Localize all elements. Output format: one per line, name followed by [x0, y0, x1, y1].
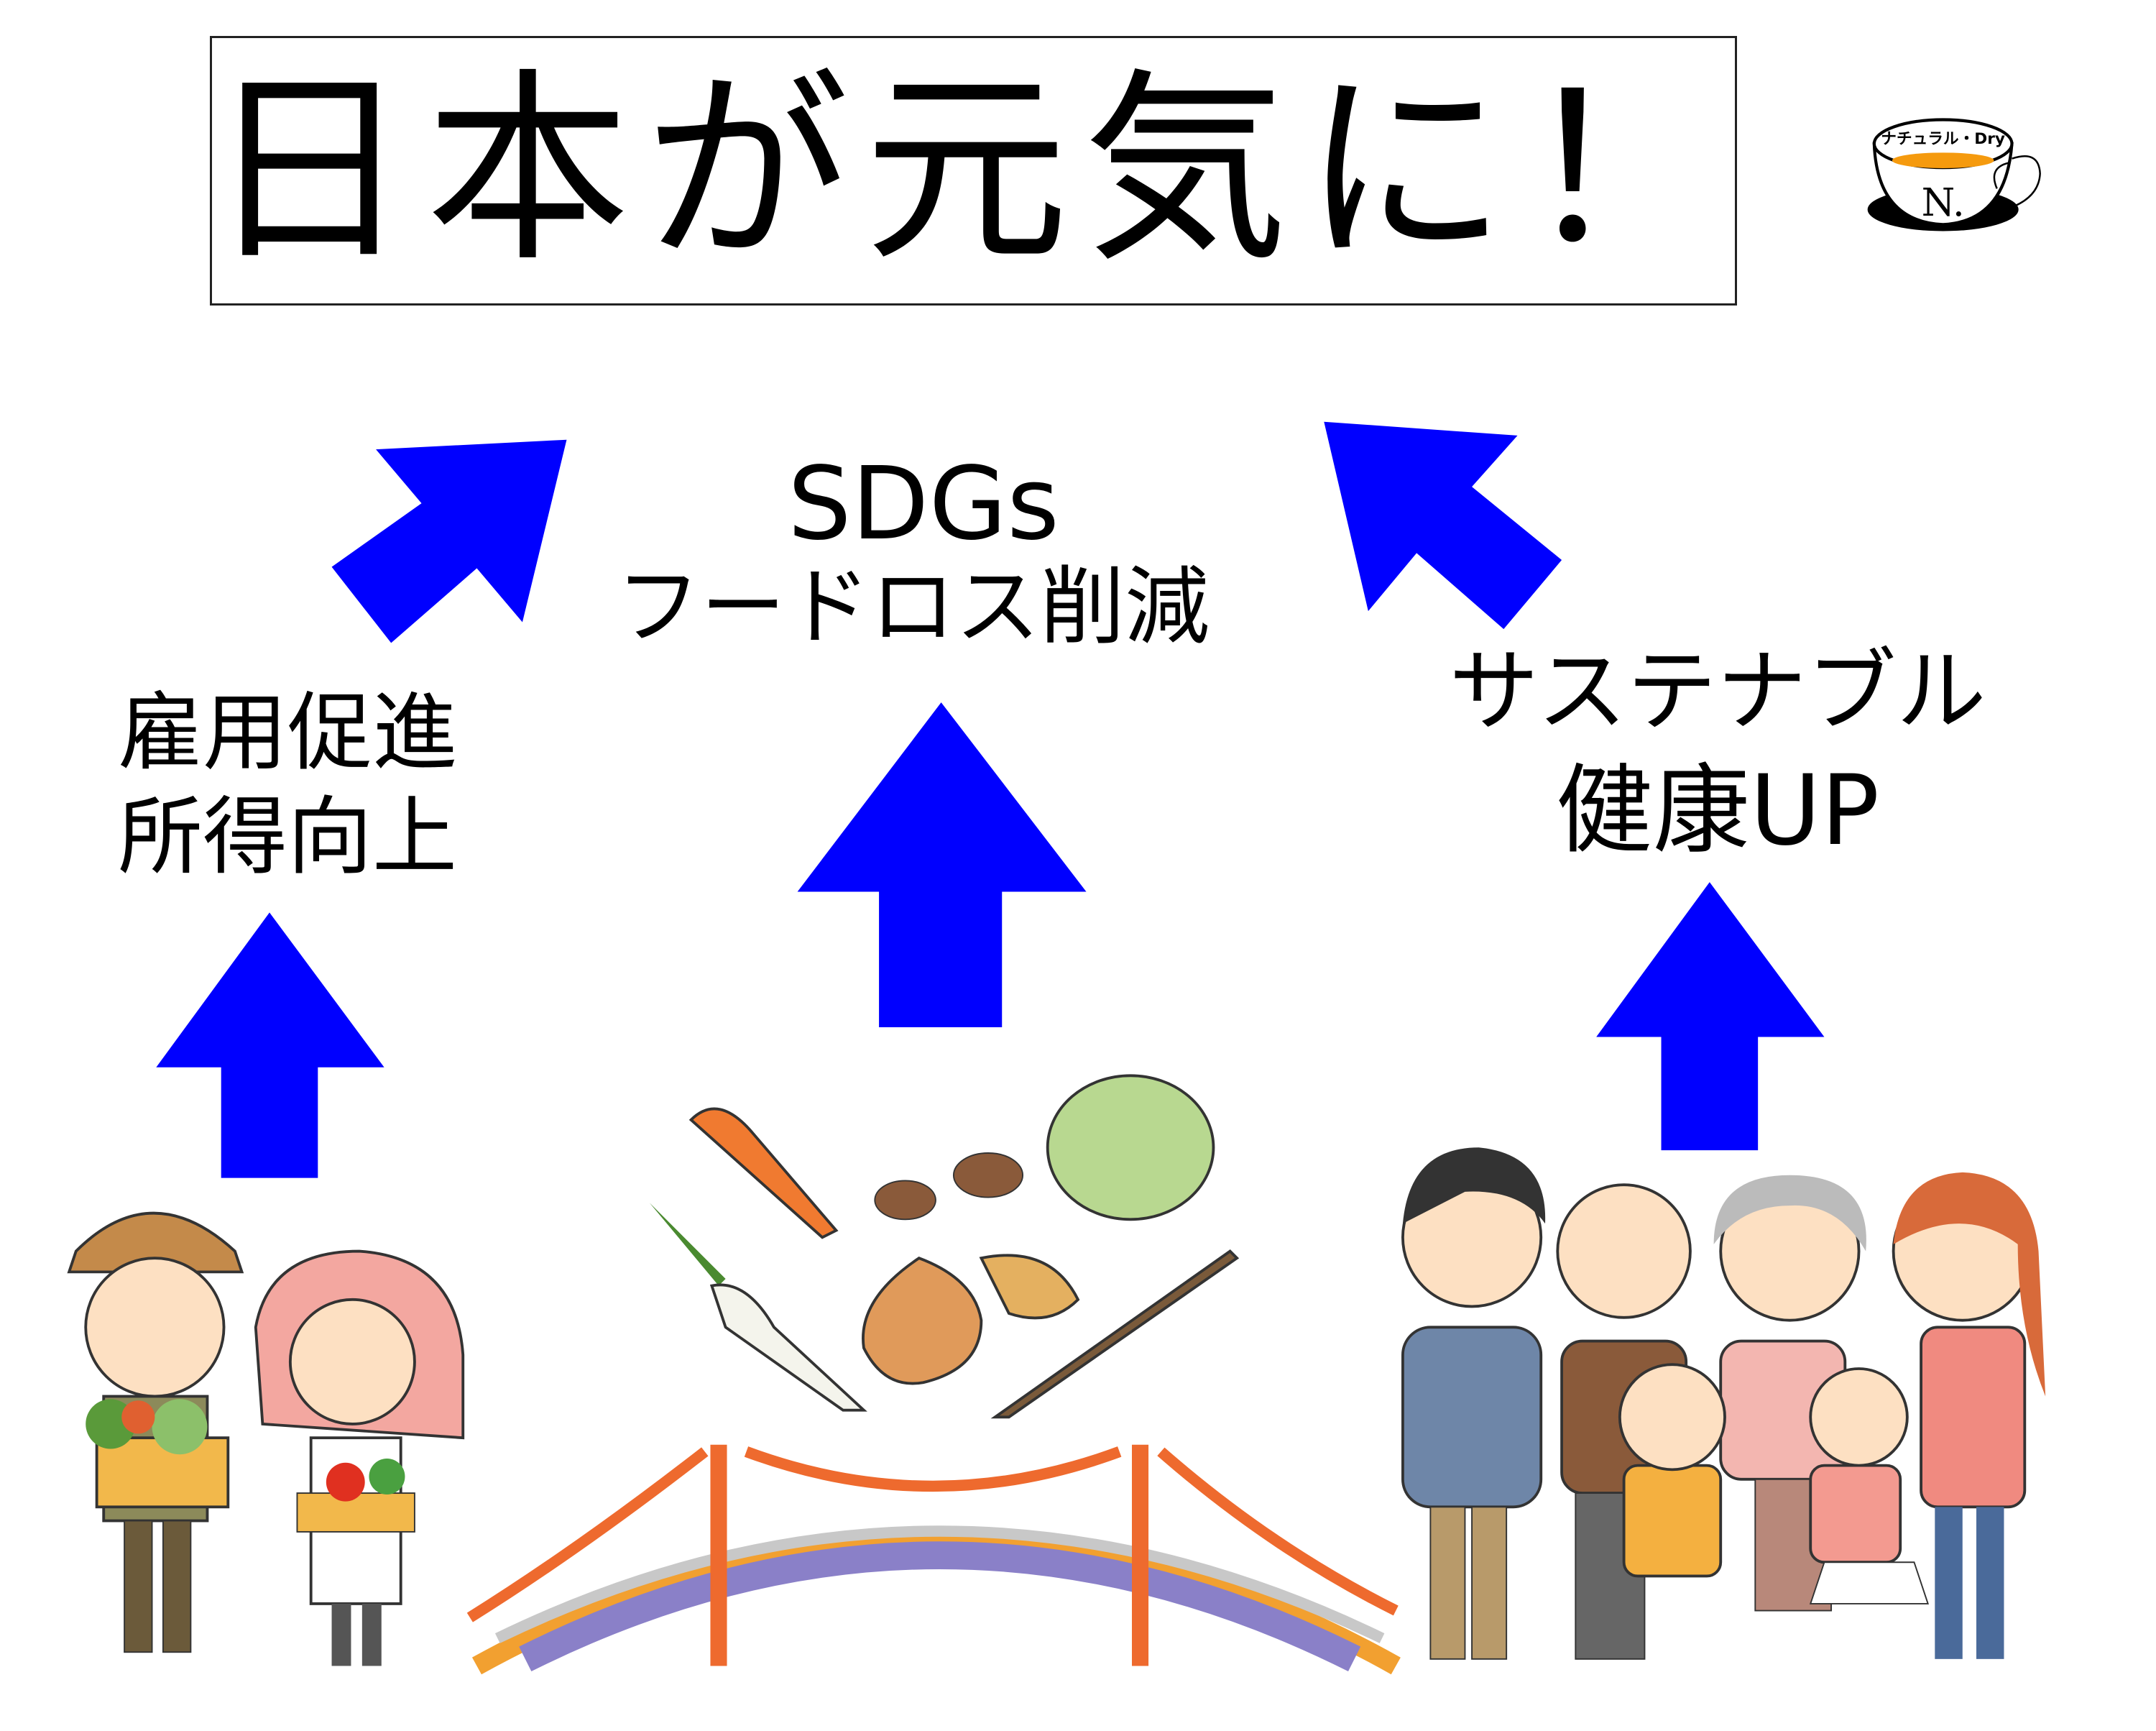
bridge-illustration: [466, 1444, 1401, 1675]
title: 日本が元気に！: [206, 51, 1741, 290]
teacup-logo-icon: ナチュラル・Dry N.: [1867, 118, 2041, 231]
arrow-up-center-icon: [797, 702, 1087, 1027]
logo-letter: N.: [1922, 180, 1965, 225]
arrow-up-left-icon: [1324, 421, 1562, 630]
family-illustration: [1401, 1147, 2046, 1660]
employment-promotion-label: 雇用促進: [117, 683, 457, 782]
food-loss-reduction-label: フードロス削減: [615, 557, 1210, 656]
logo-text: ナチュラル・Dry: [1881, 130, 2005, 148]
sustainable-label: サステナブル: [1449, 640, 1986, 744]
income-improvement-label: 所得向上: [117, 787, 457, 886]
vegetables-illustration: [649, 1074, 1240, 1419]
title-box: 日本が元気に！: [206, 36, 1737, 306]
farmers-illustration: [67, 1211, 465, 1666]
arrow-up-left-column-icon: [156, 912, 384, 1178]
sdgs-label: SDGs: [787, 446, 1060, 563]
logo: ナチュラル・Dry N.: [1859, 104, 2075, 244]
health-up-label: 健康UP: [1555, 754, 1880, 867]
arrow-up-right-column-icon: [1596, 882, 1825, 1151]
arrow-up-right-icon: [331, 439, 567, 643]
